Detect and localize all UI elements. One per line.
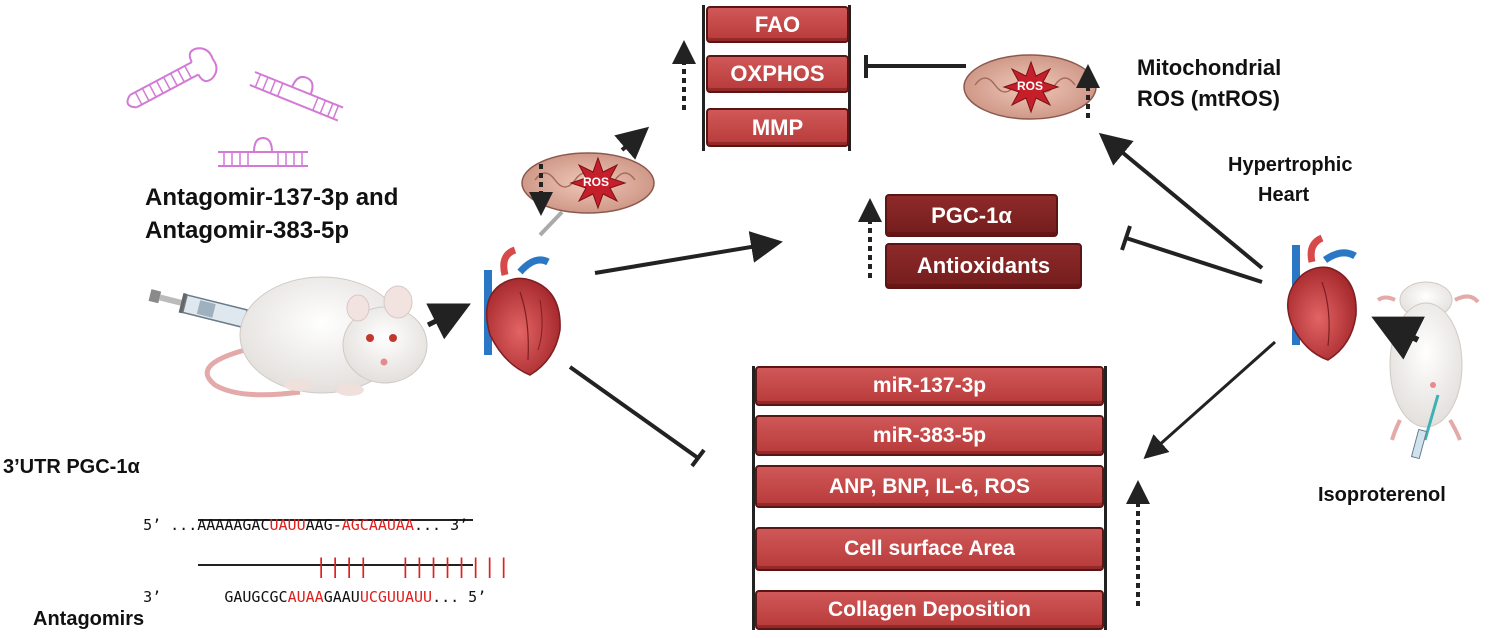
hypertrophic-label-line2: Heart [1258, 184, 1310, 206]
heart-icon [1287, 234, 1357, 361]
mitochondrion-icon [521, 152, 655, 214]
top-box-stack [702, 5, 851, 151]
arrow [1371, 316, 1425, 360]
utr-sequence: 5’ ...AAAAAGACUAUUAAG-AGCAAUAA... 3’ [143, 516, 469, 534]
rat-icon [204, 276, 428, 398]
inhibition-line [568, 365, 700, 460]
fao-box: FAO [706, 6, 849, 43]
sequence-title: 3’UTR PGC-1α [3, 456, 140, 478]
arrow [1143, 340, 1276, 459]
mmp-box: MMP [706, 108, 849, 147]
arrow [538, 210, 564, 237]
treatment-title-line1: Antagomir-137-3p and [145, 184, 399, 211]
base-pairing: |||| |||||||| [315, 554, 512, 578]
inhibition-line [1125, 236, 1263, 284]
mtros-label-line2: ROS (mtROS) [1137, 86, 1280, 111]
ros-label: ROS [583, 175, 610, 189]
arrow [426, 303, 471, 340]
pgc1a-box: PGC-1α [885, 194, 1058, 237]
bottom-box-stack [752, 366, 1107, 630]
antagomir-hairpin-icon [249, 71, 344, 122]
hypertrophic-label-line1: Hypertrophic [1228, 154, 1353, 176]
antagomir-hairpin-icon [218, 136, 308, 167]
mir-137-box: miR-137-3p [755, 366, 1104, 406]
cell-surface-box: Cell surface Area [755, 527, 1104, 571]
isoproterenol-label: Isoproterenol [1318, 484, 1446, 506]
ros-label: ROS [1017, 79, 1044, 93]
antagomirs-caption: Antagomirs [33, 608, 145, 630]
rat-icon [1376, 281, 1480, 460]
arrow [1098, 132, 1264, 270]
heart-icon [484, 246, 561, 376]
mitochondrion-icon [963, 54, 1097, 120]
antagomir-hairpin-icon [126, 47, 218, 109]
markers-box: ANP, BNP, IL-6, ROS [755, 465, 1104, 508]
arrow [614, 126, 650, 160]
antioxidants-box: Antioxidants [885, 243, 1082, 289]
mtros-label-line1: Mitochondrial [1137, 55, 1282, 80]
mir-383-box: miR-383-5p [755, 415, 1104, 456]
antagomir-sequence: 3’ GAUGCGCAUAAGAAUUCGUUAUU... 5’ [143, 588, 487, 606]
arrow [594, 231, 783, 275]
oxphos-box: OXPHOS [706, 55, 849, 93]
inhibition-bar [690, 448, 706, 468]
treatment-title-line2: Antagomir-383-5p [145, 217, 350, 244]
inhibition-bar [1120, 225, 1132, 251]
collagen-box: Collagen Deposition [755, 590, 1104, 630]
